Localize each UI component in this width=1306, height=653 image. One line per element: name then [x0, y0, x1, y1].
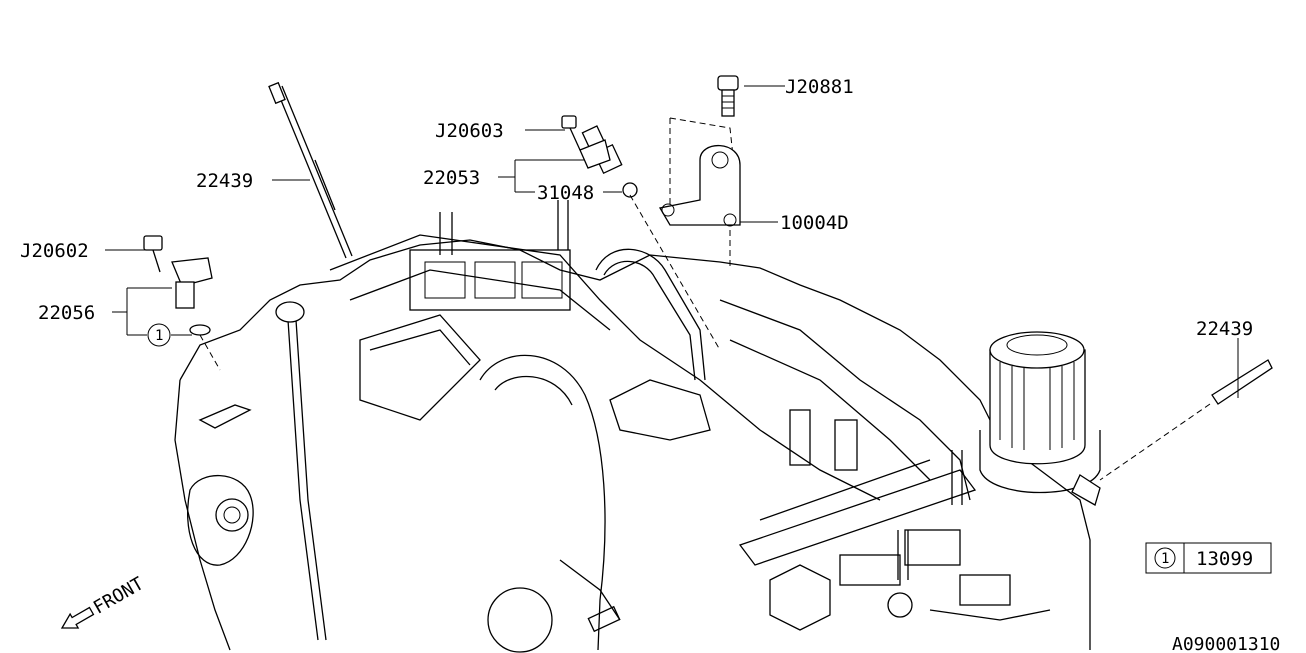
callout-1: 1 [147, 323, 171, 347]
label-10004d: 10004D [780, 212, 849, 234]
label-31048: 31048 [537, 182, 594, 204]
bolt-j20881 [717, 75, 739, 117]
bracket-10004d [629, 117, 741, 351]
label-j20602: J20602 [20, 240, 89, 262]
figure-id: A090001310 [1172, 634, 1280, 653]
sensor-22053 [579, 125, 638, 198]
legend-part-number: 13099 [1196, 548, 1253, 570]
sensor-22056 [143, 235, 221, 371]
label-j20881: J20881 [785, 76, 854, 98]
leader-lines [105, 85, 1239, 398]
oil-filter-drawing [979, 331, 1101, 494]
legend-key: 1 [1161, 551, 1169, 567]
glow-plug-right [1071, 359, 1273, 506]
glow-plug-left [268, 81, 353, 259]
legend-box: 1 13099 [1145, 542, 1272, 574]
front-label: FRONT [90, 573, 148, 618]
label-j20603: J20603 [435, 120, 504, 142]
label-22056: 22056 [38, 302, 95, 324]
callout-1-text: 1 [155, 328, 163, 344]
engine-block-drawing [174, 200, 1091, 653]
label-22439-right: 22439 [1196, 318, 1253, 340]
bolt-j20603 [561, 115, 581, 151]
label-22053: 22053 [423, 167, 480, 189]
front-arrow: FRONT [60, 573, 148, 629]
label-22439-top: 22439 [196, 170, 253, 192]
